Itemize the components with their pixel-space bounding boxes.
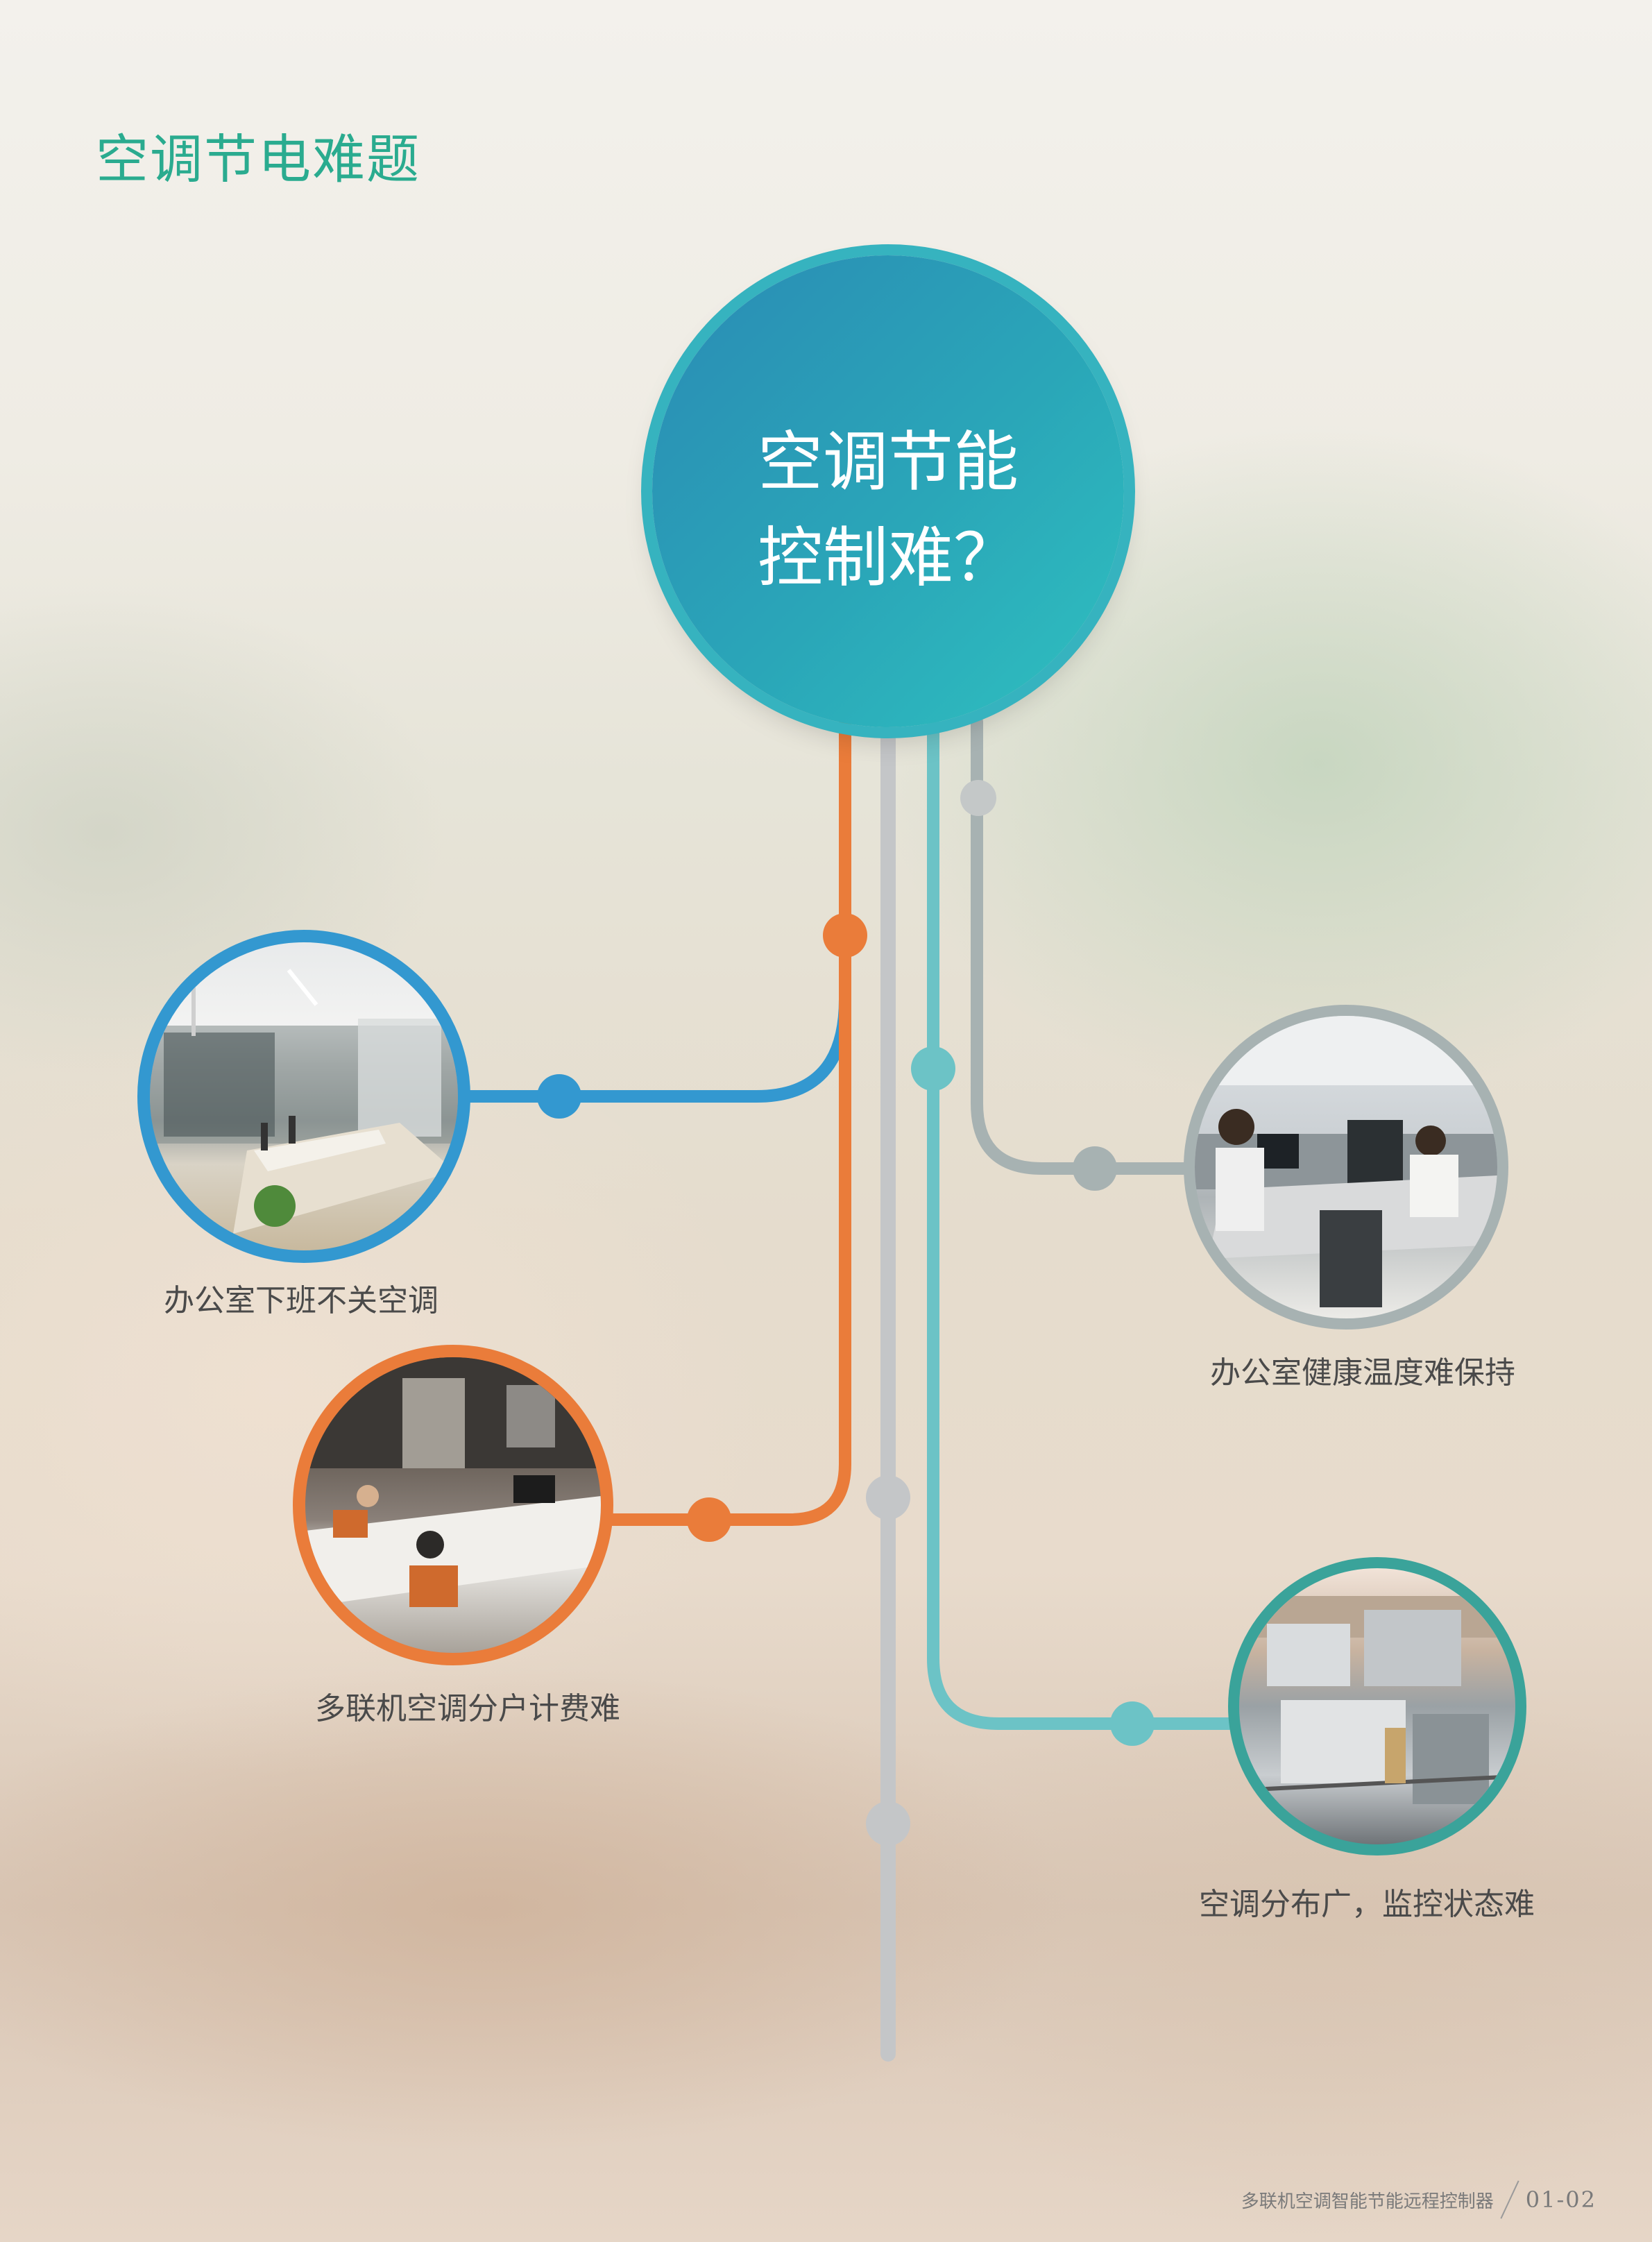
workers-photo bbox=[1184, 1005, 1508, 1330]
grey-trunk-node bbox=[866, 1475, 910, 1520]
office-photo bbox=[137, 930, 470, 1263]
orange-branch-line bbox=[604, 715, 851, 1526]
grey-trunk-node bbox=[866, 1801, 910, 1846]
problem-label-1: 办公室下班不关空调 bbox=[164, 1283, 438, 1318]
orange-branch-node bbox=[823, 913, 867, 958]
workspace-photo bbox=[293, 1345, 613, 1665]
teal-branch-node bbox=[911, 1046, 955, 1091]
rooftop-ac-photo bbox=[1228, 1557, 1526, 1855]
teal-branch-node bbox=[1110, 1701, 1155, 1746]
problem-label-2: 多联机空调分户计费难 bbox=[315, 1691, 620, 1726]
problem-label-3: 办公室健康温度难保持 bbox=[1210, 1355, 1515, 1391]
blue-branch-node bbox=[537, 1074, 581, 1119]
footer-divider bbox=[1500, 2180, 1519, 2219]
page-number: 01-02 bbox=[1525, 2186, 1596, 2213]
footer: 多联机空调智能节能远程控制器 01-02 bbox=[1241, 2179, 1596, 2220]
blue-branch-line bbox=[459, 722, 851, 1103]
orange-branch-node bbox=[687, 1497, 731, 1542]
grey-branch-line bbox=[971, 715, 1200, 1175]
page-title: 空调节电难题 bbox=[96, 128, 420, 190]
workspace-illustration bbox=[305, 1357, 601, 1607]
problem-label-4: 空调分布广，监控状态难 bbox=[1199, 1887, 1535, 1922]
office-illustration bbox=[150, 960, 458, 1234]
rooftop-illustration bbox=[1239, 1596, 1515, 1804]
workers-illustration bbox=[1195, 1016, 1497, 1307]
grey-branch-node bbox=[1073, 1146, 1117, 1191]
teal-branch-line bbox=[927, 715, 1248, 1730]
hub-title-line2: 控制难？ bbox=[757, 520, 1019, 596]
grey-branch-node bbox=[960, 780, 996, 816]
footer-title: 多联机空调智能节能远程控制器 bbox=[1241, 2191, 1494, 2212]
hub-title-line1: 空调节能 bbox=[757, 425, 1019, 500]
hub-circle: 空调节能 控制难？ bbox=[652, 255, 1124, 727]
